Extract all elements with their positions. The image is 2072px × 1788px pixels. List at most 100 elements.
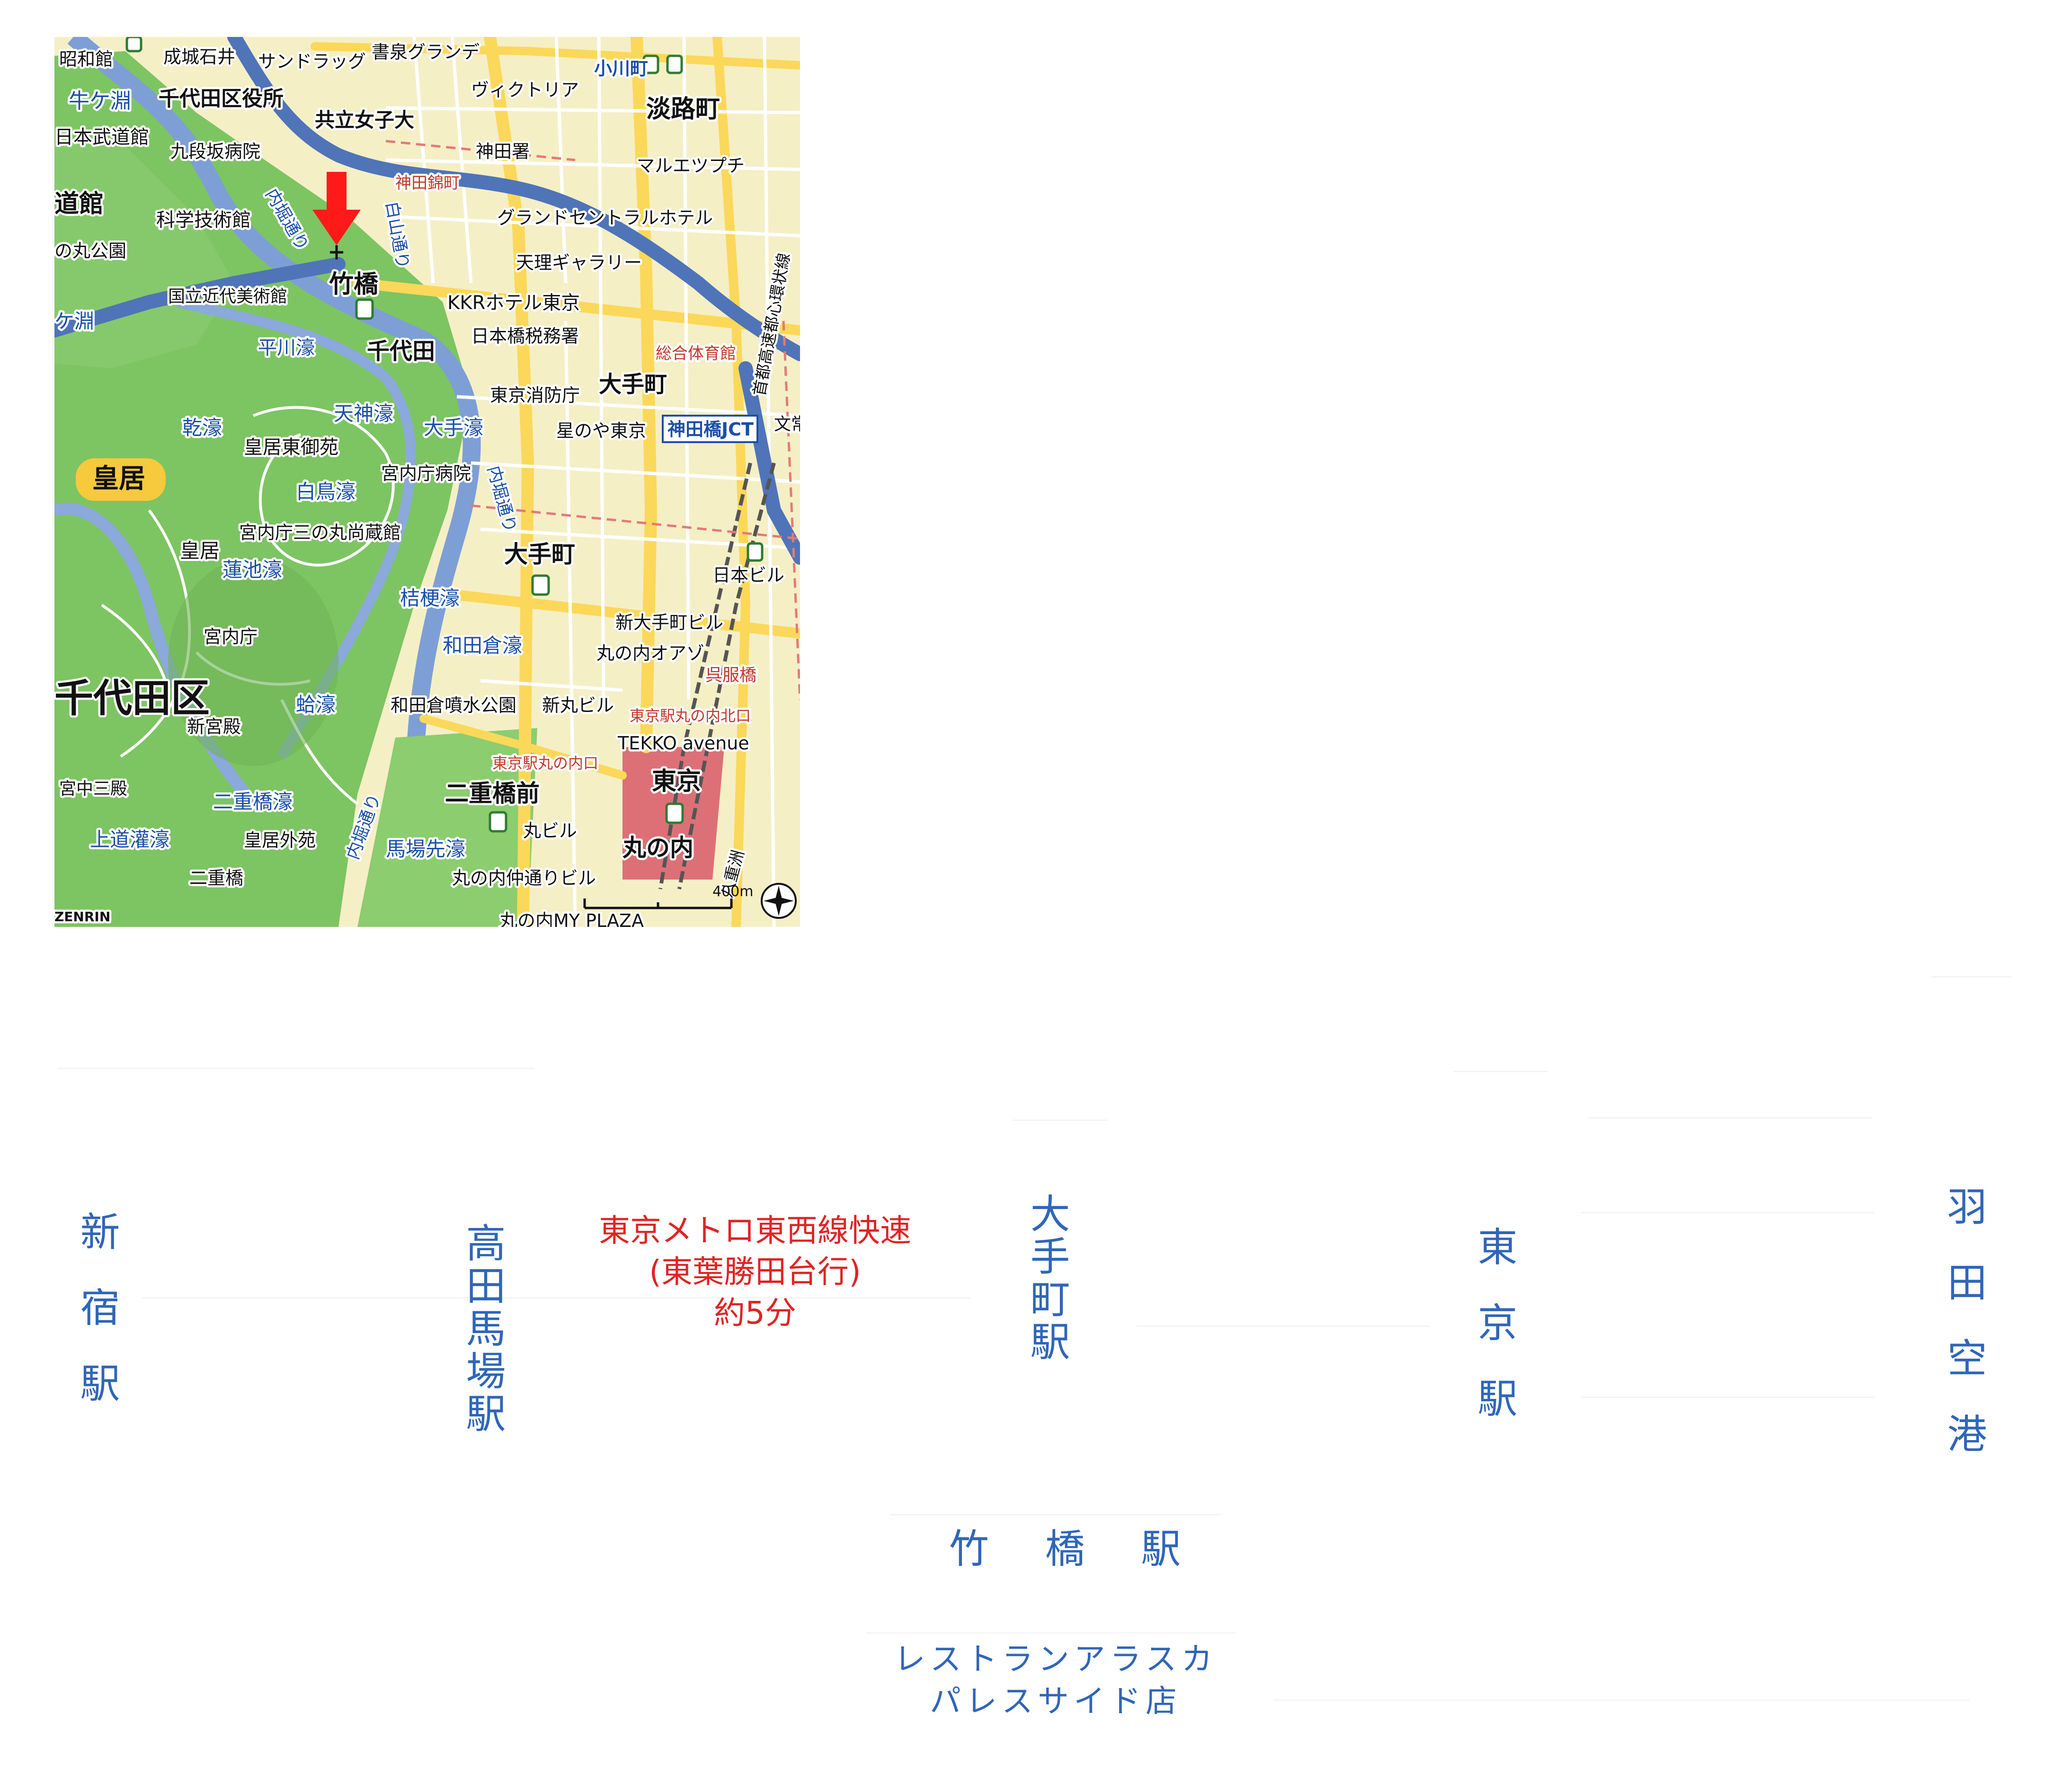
map-label: 共立女子大 bbox=[315, 108, 414, 132]
map-label: 千代田 bbox=[367, 338, 435, 365]
map-label: 星のや東京 bbox=[556, 420, 646, 441]
map-label: 丸の内オアゾ bbox=[596, 643, 704, 664]
divider bbox=[1581, 1397, 1875, 1398]
map-label: 道館 bbox=[54, 190, 104, 218]
map-label: 皇居 bbox=[92, 463, 145, 494]
map-label: 日本ビル bbox=[712, 565, 784, 586]
restaurant-name: レストランアラスカ パレスサイド店 bbox=[894, 1641, 1218, 1720]
map-label: 平川濠 bbox=[258, 337, 315, 359]
map-label: 国立近代美術館 bbox=[168, 287, 287, 306]
map-label: 和田倉濠 bbox=[443, 634, 522, 657]
map-label: 蓮池濠 bbox=[222, 558, 282, 581]
map-label: 大手町 bbox=[504, 541, 575, 568]
destination-haneda: 羽田空港 bbox=[1941, 1186, 1987, 1489]
scale-bar: 400m bbox=[583, 883, 753, 909]
map-label: 蛤濠 bbox=[296, 693, 336, 716]
palace-grounds bbox=[168, 558, 338, 766]
map-label: 皇居東御苑 bbox=[244, 436, 338, 458]
map-label: 桔梗濠 bbox=[400, 587, 460, 610]
main-roads bbox=[311, 37, 800, 927]
map-label: 昭和館 bbox=[59, 49, 113, 70]
divider bbox=[1136, 1325, 1430, 1327]
map-label: 宮内庁 bbox=[204, 626, 258, 647]
outer-garden bbox=[357, 728, 537, 927]
map-label: 宮内庁三の丸尚蔵館 bbox=[239, 522, 401, 543]
map-label: 日本橋税務署 bbox=[471, 326, 579, 347]
map-label: 文常盤 bbox=[774, 415, 800, 434]
map-label: 淡路町 bbox=[646, 95, 720, 124]
area-map[interactable]: 昭和館 成城石井 サンドラッグ 書泉グランデ ヴィクトリア 小川町 淡路町 牛ケ… bbox=[54, 37, 800, 927]
divider bbox=[1931, 976, 2012, 978]
boundary-lines bbox=[385, 140, 800, 700]
map-label: 大手濠 bbox=[424, 416, 483, 439]
scale-label: 400m bbox=[712, 883, 753, 900]
map-label: 和田倉噴水公園 bbox=[391, 695, 516, 716]
map-label: 新大手町ビル bbox=[615, 612, 723, 633]
map-label: ケ淵 bbox=[54, 310, 94, 333]
station-takadanobaba: 高田馬場駅 bbox=[460, 1222, 506, 1435]
divider bbox=[57, 1067, 535, 1069]
map-label: 上道灌濠 bbox=[90, 828, 169, 851]
map-label: 科学技術館 bbox=[156, 209, 251, 231]
map-label: 二重橋 bbox=[189, 868, 243, 889]
map-label: 小川町 bbox=[594, 58, 648, 79]
divider bbox=[1013, 1120, 1108, 1121]
map-label: 二重橋濠 bbox=[213, 790, 293, 813]
map-label: 東京 bbox=[652, 767, 701, 796]
map-label: 神田署 bbox=[476, 141, 530, 162]
station-icons bbox=[125, 37, 764, 833]
map-label: 成城石井 bbox=[163, 46, 235, 67]
divider bbox=[1581, 1212, 1875, 1213]
map-label: 天理ギャラリー bbox=[516, 252, 642, 273]
destination-arrow-icon bbox=[312, 172, 361, 259]
divider bbox=[1453, 1071, 1548, 1072]
map-label: グランドセントラルホテル bbox=[497, 207, 713, 228]
map-label: 宮内庁病院 bbox=[381, 463, 471, 484]
map-label: 丸の内 bbox=[622, 834, 694, 862]
map-label: 新丸ビル bbox=[542, 695, 614, 716]
map-label: 乾濠 bbox=[182, 416, 222, 439]
map-label: 皇居外苑 bbox=[244, 830, 316, 851]
map-label: 日本武道館 bbox=[54, 126, 149, 148]
station-tokyo: 東京駅 bbox=[1471, 1226, 1518, 1453]
map-label: 書泉グランデ bbox=[372, 42, 480, 62]
divider bbox=[866, 1632, 1236, 1634]
divider bbox=[890, 1514, 1221, 1515]
map-label: ヴィクトリア bbox=[471, 80, 579, 100]
map-label: 白鳥濠 bbox=[296, 480, 356, 503]
tozai-line-info: 東京メトロ東西線快速 (東葉勝田台行) 約5分 bbox=[599, 1212, 911, 1332]
station-takebashi: 竹 橋 駅 bbox=[949, 1526, 1203, 1572]
station-otemachi: 大手町駅 bbox=[1024, 1193, 1070, 1363]
map-label: 千代田区役所 bbox=[159, 87, 284, 111]
station-shinjuku: 新宿駅 bbox=[74, 1211, 120, 1438]
compass-icon bbox=[761, 883, 797, 919]
map-label: 二重橋前 bbox=[445, 780, 540, 807]
moat bbox=[67, 37, 481, 927]
map-label: 新宮殿 bbox=[187, 716, 241, 737]
map-label: KKRホテル東京 bbox=[447, 292, 580, 314]
map-label: 大手町 bbox=[599, 371, 667, 398]
map-label: 皇居 bbox=[180, 539, 220, 562]
map-label: 丸の内MY PLAZA bbox=[499, 910, 644, 927]
map-label: サンドラッグ bbox=[258, 51, 366, 72]
divider bbox=[1273, 1699, 1969, 1701]
map-label: 神田橋JCT bbox=[667, 419, 754, 440]
map-label: 牛ケ淵 bbox=[69, 89, 131, 113]
map-label: TEKKO avenue bbox=[617, 733, 749, 754]
map-label: 丸ビル bbox=[523, 820, 577, 841]
map-credit: ZENRIN bbox=[54, 909, 110, 925]
map-label: 東京駅丸の内口 bbox=[492, 754, 598, 772]
map-label: 馬場先濠 bbox=[386, 837, 465, 861]
map-label: 竹橋 bbox=[329, 270, 379, 299]
map-label: 天神濠 bbox=[334, 402, 393, 425]
map-label: 神田錦町 bbox=[395, 174, 460, 193]
map-label: 宮中三殿 bbox=[59, 779, 127, 799]
divider bbox=[1588, 1117, 1872, 1119]
map-label: 丸の内仲通りビル bbox=[452, 868, 596, 889]
jct-badge bbox=[662, 415, 758, 443]
map-label: 呉服橋 bbox=[705, 666, 756, 685]
map-label: 千代田区 bbox=[54, 676, 210, 721]
minor-streets bbox=[385, 37, 800, 927]
map-label: の丸公園 bbox=[54, 240, 126, 261]
map-label: マルエツプチ bbox=[637, 155, 745, 176]
